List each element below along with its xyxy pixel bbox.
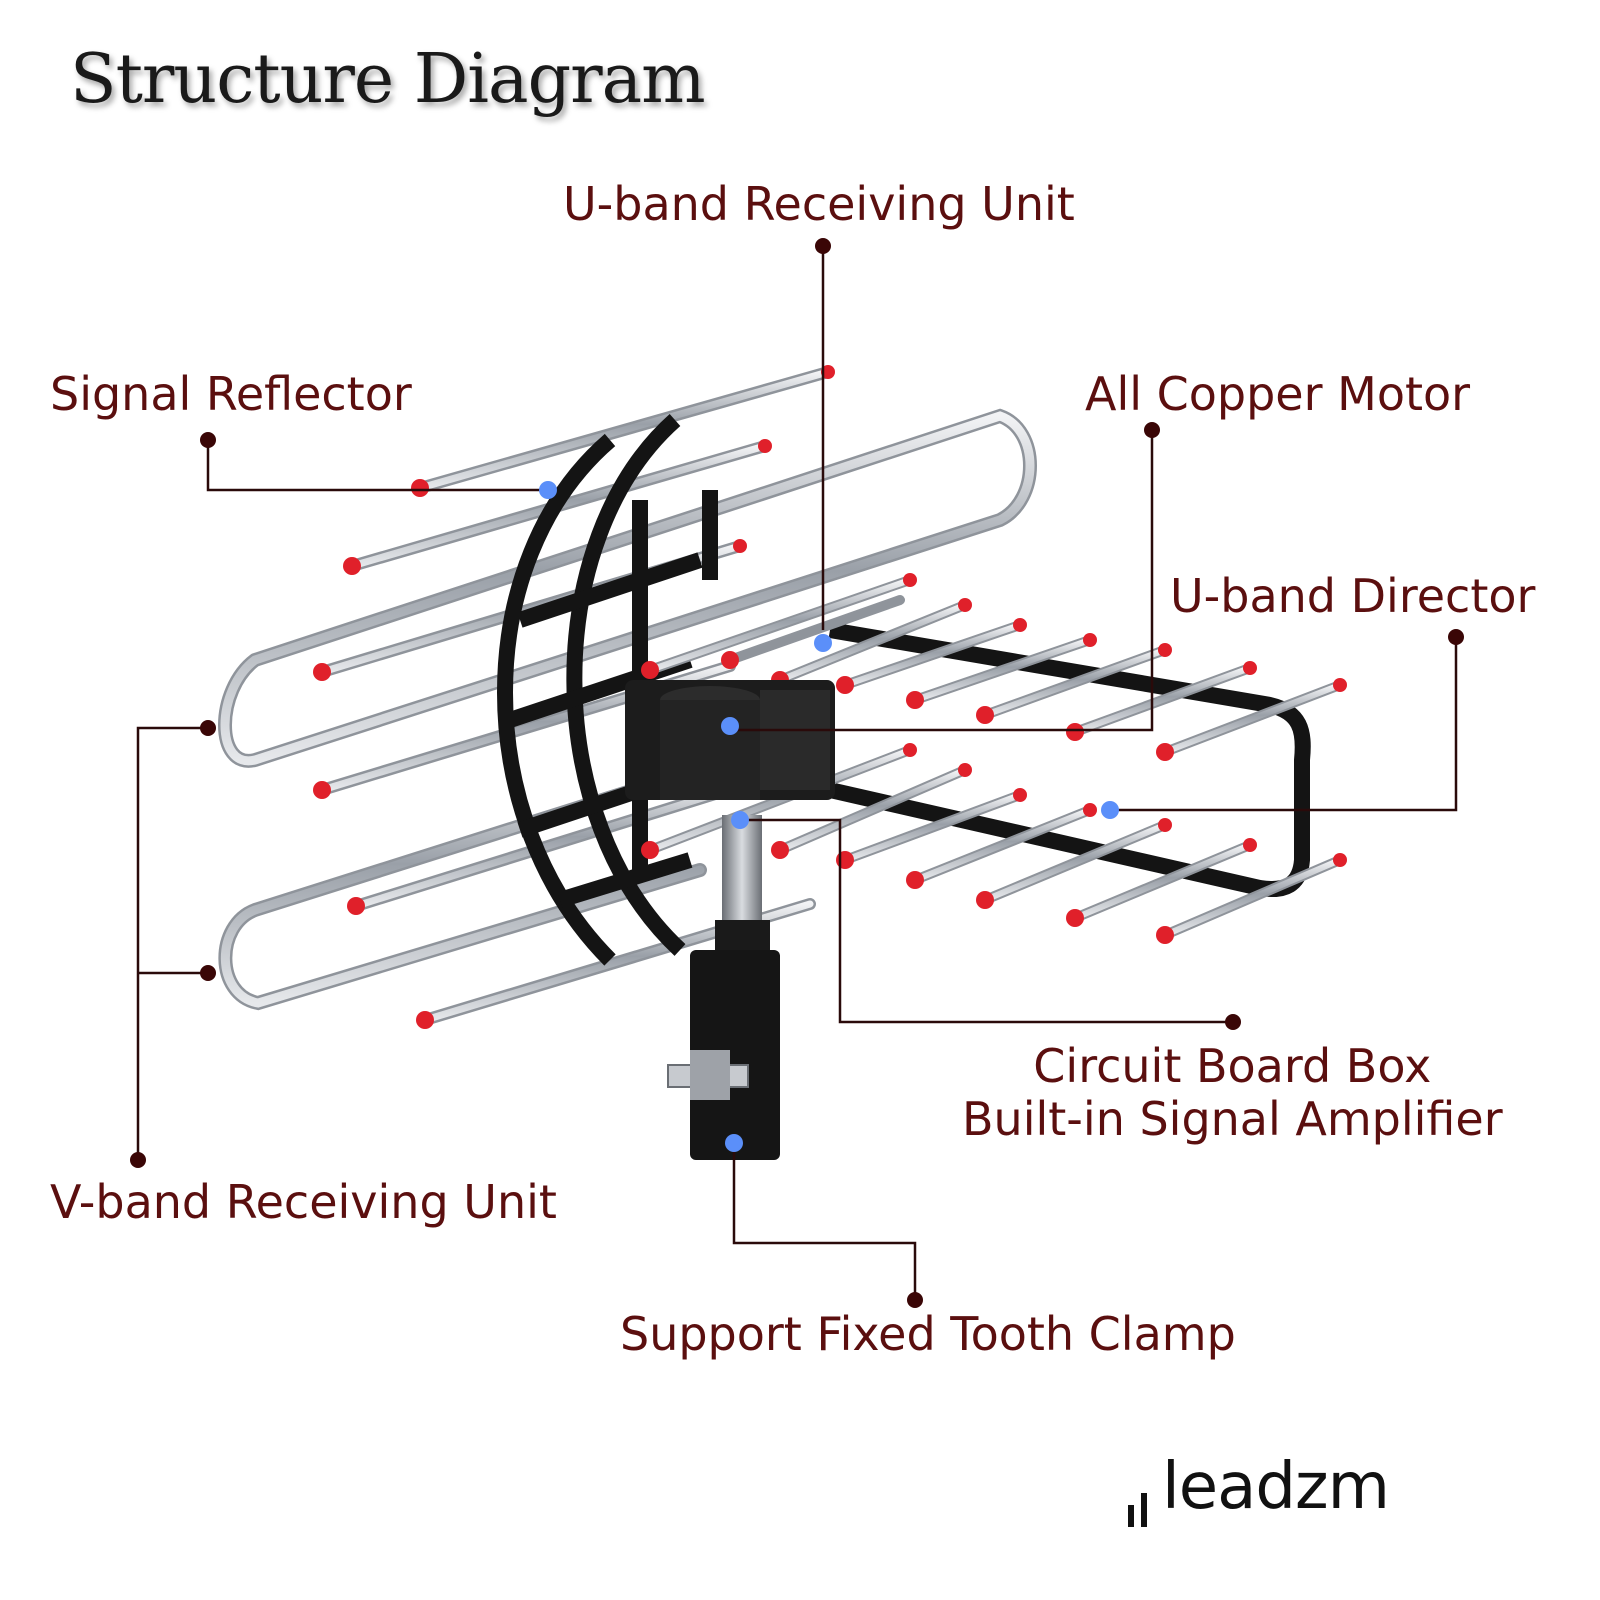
point-dots bbox=[539, 481, 1119, 1152]
label-u-band-receiving-unit: U-band Receiving Unit bbox=[563, 177, 1075, 231]
page-title: Structure Diagram bbox=[70, 40, 706, 119]
label-u-band-director: U-band Director bbox=[1170, 569, 1536, 623]
label-signal-reflector: Signal Reflector bbox=[50, 367, 412, 421]
leader-lines bbox=[136, 246, 1458, 1300]
leader-dots bbox=[130, 238, 1464, 1308]
v-band-loops bbox=[218, 408, 1037, 1011]
label-circuit-board-box-line1: Circuit Board Box bbox=[1033, 1039, 1432, 1093]
mast-and-clamp bbox=[667, 815, 780, 1160]
motor-housing bbox=[625, 680, 835, 800]
label-circuit-board-box-line2: Built-in Signal Amplifier bbox=[962, 1091, 1503, 1146]
brand-name: leadzm bbox=[1162, 1450, 1390, 1524]
brand-logo: leadzm bbox=[1128, 1450, 1390, 1528]
label-circuit-board-box: Circuit Board Box Built-in Signal Amplif… bbox=[962, 1040, 1503, 1146]
label-v-band-receiving-unit: V-band Receiving Unit bbox=[50, 1175, 557, 1229]
brand-bars-icon bbox=[1128, 1453, 1154, 1528]
label-support-clamp: Support Fixed Tooth Clamp bbox=[620, 1307, 1236, 1361]
label-all-copper-motor: All Copper Motor bbox=[1085, 367, 1471, 421]
